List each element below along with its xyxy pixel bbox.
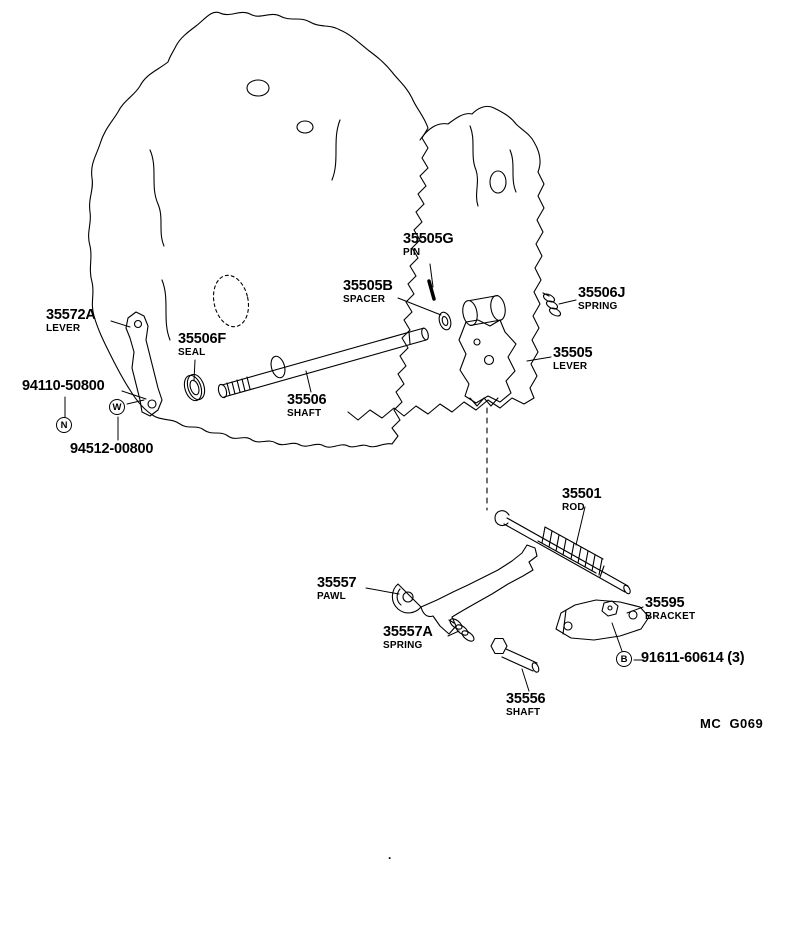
bolt-marker-badge: B — [616, 651, 632, 667]
bolt-91611-drawing — [601, 600, 619, 617]
washer-marker-badge: W — [109, 399, 125, 415]
part-number: 35501 — [562, 486, 602, 502]
part-number: 91611-60614 (3) — [641, 650, 745, 666]
part-number: 35572A — [46, 307, 96, 323]
rod-35501-drawing — [494, 510, 631, 595]
part-number: 35557 — [317, 575, 357, 591]
part-desc: SEAL — [178, 347, 206, 359]
callout-bolt-91611: 91611-60614 (3) — [641, 650, 745, 666]
callout-lever-35505: 35505 LEVER — [553, 345, 593, 373]
callout-spring-35506j: 35506J SPRING — [578, 285, 626, 313]
figure-code: MC G069 — [700, 716, 764, 731]
spring-35557a-drawing — [448, 618, 475, 642]
shaft-35506-drawing — [217, 327, 429, 399]
part-number: 35557A — [383, 624, 433, 640]
part-desc: SPRING — [383, 640, 423, 652]
callout-lever-35572a: 35572A LEVER — [46, 307, 96, 335]
pawl-35557-drawing — [391, 544, 538, 635]
pin-35505g-drawing — [427, 279, 436, 301]
part-desc: SHAFT — [506, 707, 541, 719]
part-number: 35556 — [506, 691, 546, 707]
part-desc: ROD — [562, 502, 585, 514]
part-number: 35506J — [578, 285, 626, 301]
callout-seal-35506f: 35506F SEAL — [178, 331, 226, 359]
callout-shaft-35506: 35506 SHAFT — [287, 392, 327, 420]
part-desc: SHAFT — [287, 408, 322, 420]
leader-lines — [64, 263, 644, 692]
callout-bracket-35595: 35595 BRACKET — [645, 595, 696, 623]
callout-spring-35557a: 35557A SPRING — [383, 624, 433, 652]
callout-washer-94512: 94512-00800 — [70, 441, 154, 457]
part-number: 35505G — [403, 231, 454, 247]
lever-35572a-drawing — [125, 311, 163, 417]
lever-35505-drawing — [458, 294, 517, 407]
bolt-35556-drawing — [490, 637, 540, 673]
callout-spacer-35505b: 35505B SPACER — [343, 278, 393, 306]
seal-35506f-drawing — [183, 373, 206, 402]
bracket-35595-drawing — [555, 599, 650, 641]
callout-rod-35501: 35501 ROD — [562, 486, 602, 514]
spring-35506j-drawing — [542, 292, 562, 317]
callout-pin-35505g: 35505G PIN — [403, 231, 454, 259]
part-number: 35505 — [553, 345, 593, 361]
stray-dot: . — [388, 848, 392, 862]
callout-shaft-35556: 35556 SHAFT — [506, 691, 546, 719]
callout-nut-94110: 94110-50800 — [22, 378, 105, 394]
part-number: 35506F — [178, 331, 226, 347]
spacer-35505b-drawing — [438, 311, 452, 331]
part-desc: PAWL — [317, 591, 346, 603]
part-number: 94512-00800 — [70, 441, 154, 457]
callout-pawl-35557: 35557 PAWL — [317, 575, 357, 603]
part-desc: LEVER — [46, 323, 81, 335]
part-desc: SPACER — [343, 294, 386, 306]
part-desc: SPRING — [578, 301, 618, 313]
part-number: 35595 — [645, 595, 685, 611]
part-desc: BRACKET — [645, 611, 696, 623]
transmission-case-drawing — [88, 11, 545, 448]
part-number: 35506 — [287, 392, 327, 408]
part-desc: LEVER — [553, 361, 588, 373]
nut-marker-badge: N — [56, 417, 72, 433]
part-desc: PIN — [403, 247, 421, 259]
part-number: 94110-50800 — [22, 378, 105, 394]
part-number: 35505B — [343, 278, 393, 294]
